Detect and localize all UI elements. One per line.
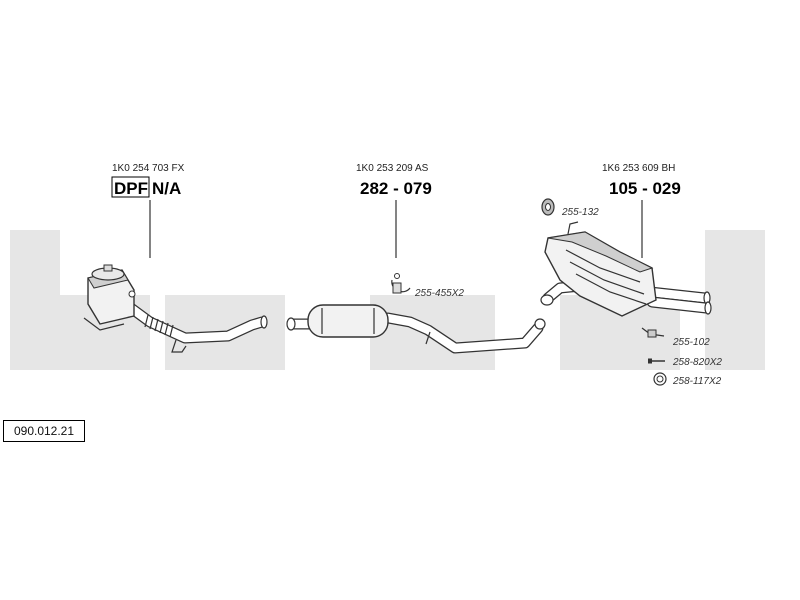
fitting-label-255-132: 255-132 xyxy=(561,207,599,218)
rubber-mount-icon xyxy=(541,198,555,216)
flex-section xyxy=(144,314,174,338)
section-number-1: N/A xyxy=(152,179,181,198)
section-number-3: 105 - 029 xyxy=(609,179,681,198)
ring-gasket-icon xyxy=(653,372,667,386)
oe-reference-3: 1K6 253 609 BH xyxy=(602,163,675,174)
oe-reference-2: 1K0 253 209 AS xyxy=(356,163,429,174)
fitting-label-258-820X2: 258-820X2 xyxy=(672,357,722,368)
fitting-label-258-117X2: 258-117X2 xyxy=(672,376,722,387)
dpf-label: DPF xyxy=(114,179,148,198)
diagram-code: 090.012.21 xyxy=(3,420,85,442)
fitting-label-255-102: 255-102 xyxy=(672,337,710,348)
middle-silencer-part xyxy=(286,304,546,354)
section-number-2: 282 - 079 xyxy=(360,179,432,198)
bolt-icon xyxy=(648,358,665,364)
dpf-label-box xyxy=(111,176,150,198)
hanger-clamp-icon xyxy=(391,273,411,294)
fitting-label-255-455X2: 255-455X2 xyxy=(414,288,464,299)
hanger-bracket-icon xyxy=(641,327,665,338)
rear-silencer-part xyxy=(540,221,712,317)
oe-reference-1: 1K0 254 703 FX xyxy=(112,163,185,174)
dpf-catalyst-part xyxy=(83,264,268,353)
